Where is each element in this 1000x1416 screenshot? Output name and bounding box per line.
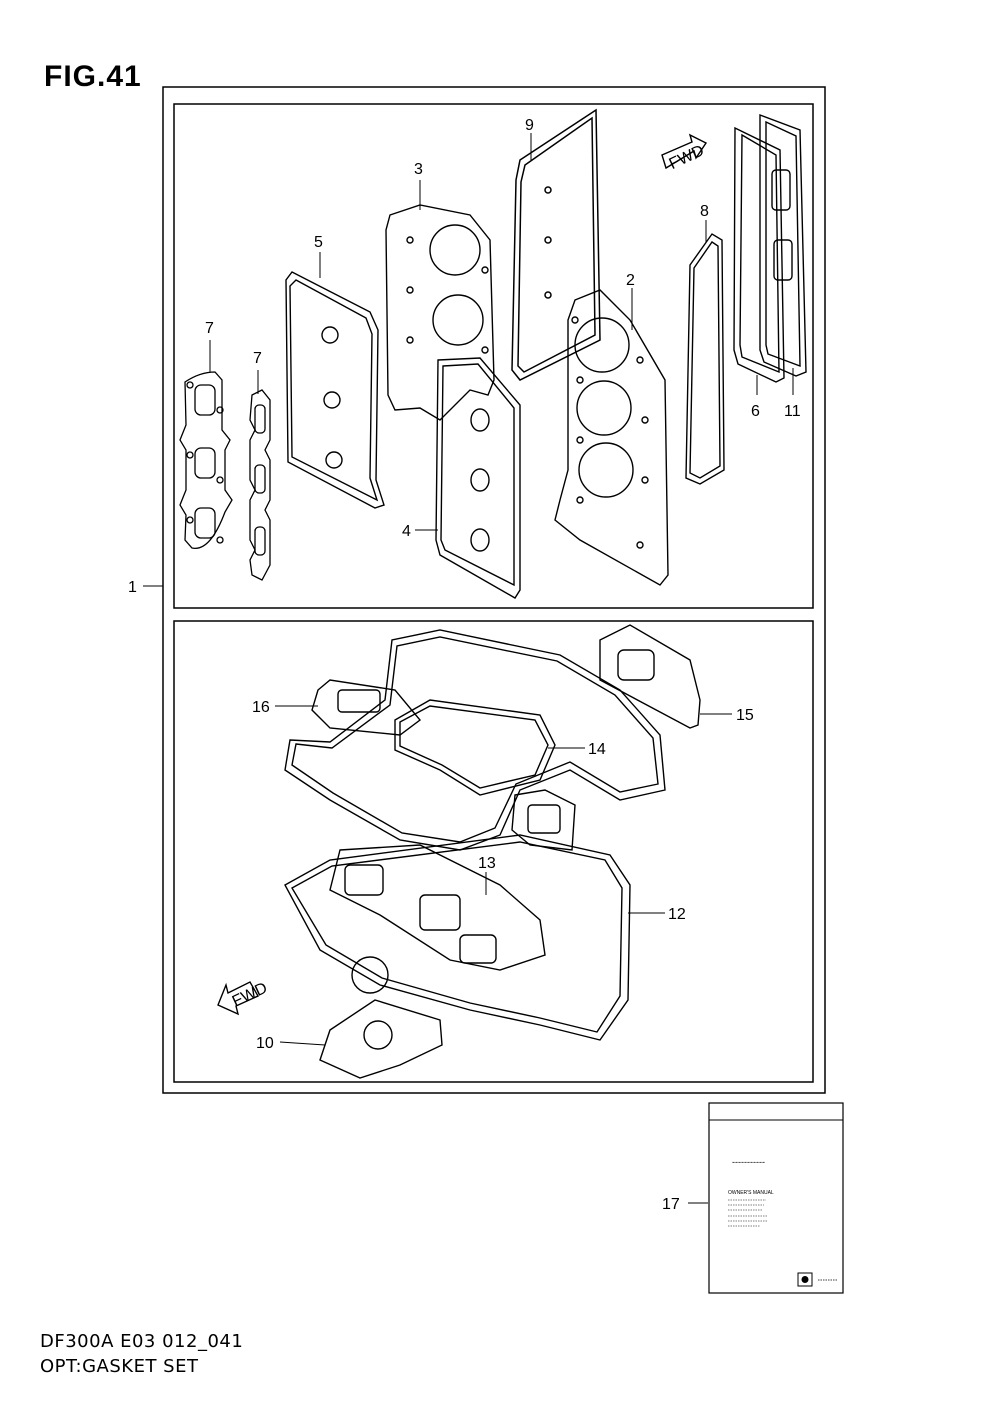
part-11-gasket — [759, 113, 807, 377]
upper-panel — [173, 103, 814, 609]
part-7b-gasket — [249, 389, 271, 581]
leader-lines — [143, 133, 794, 1204]
label-14: 14 — [588, 741, 606, 758]
owners-manual: ----------- OWNER'S MANUAL — [708, 1102, 844, 1294]
part-9-gasket — [511, 108, 601, 381]
part-3-gasket — [385, 204, 495, 421]
fwd-arrow-upper: FWD — [661, 133, 708, 173]
figure-title: FIG.41 — [44, 60, 142, 93]
lower-panel — [173, 620, 814, 1083]
label-9: 9 — [525, 117, 534, 134]
part-8-gasket — [685, 233, 725, 485]
part-14-gasket — [394, 699, 556, 796]
manual-logo — [797, 1272, 813, 1287]
label-5: 5 — [314, 234, 323, 251]
part-15-gasket — [599, 624, 701, 729]
part-7a-gasket — [179, 371, 233, 549]
manual-heading: OWNER'S MANUAL — [728, 1190, 774, 1196]
part-16-gasket — [311, 679, 422, 736]
label-11: 11 — [784, 403, 801, 420]
label-1: 1 — [128, 579, 137, 596]
label-12: 12 — [668, 906, 686, 923]
label-7-right: 7 — [253, 350, 262, 367]
part-5-gasket — [285, 271, 385, 509]
label-3: 3 — [414, 161, 423, 178]
part-6-gasket — [733, 126, 785, 383]
label-15: 15 — [736, 707, 754, 724]
fwd-arrow-lower: FWD — [217, 980, 270, 1016]
label-17: 17 — [662, 1196, 680, 1213]
label-4: 4 — [402, 523, 411, 540]
label-16: 16 — [252, 699, 270, 716]
figure-caption: OPT:GASKET SET — [40, 1356, 199, 1377]
part-4-gasket — [435, 357, 521, 599]
part-port-gasket — [511, 789, 576, 851]
part-13-gasket — [329, 844, 546, 971]
part-10-gasket — [319, 999, 443, 1079]
part-12-gasket — [284, 834, 631, 1041]
part-large-case-gasket — [284, 629, 666, 851]
outer-frame — [162, 86, 826, 1094]
part-2-gasket — [554, 289, 669, 586]
manual-dashes-top: ----------- — [732, 1157, 765, 1167]
label-6: 6 — [751, 403, 760, 420]
label-2: 2 — [626, 272, 635, 289]
label-8: 8 — [700, 203, 709, 220]
label-13: 13 — [478, 855, 496, 872]
label-7-left: 7 — [205, 320, 214, 337]
label-10: 10 — [256, 1035, 274, 1052]
model-code: DF300A E03 012_041 — [40, 1331, 244, 1352]
